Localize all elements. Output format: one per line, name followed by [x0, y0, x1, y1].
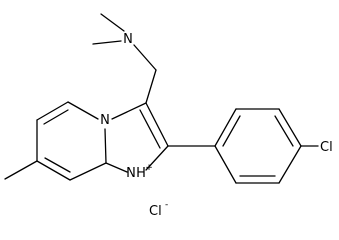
bond-methyl1-n	[100, 13, 125, 32]
atom-cl-aryl: Cl	[320, 140, 333, 155]
atom-n-bridge: N	[100, 113, 110, 128]
bond-ipso-ortho1	[214, 108, 237, 147]
bond-nplus-c8a	[105, 162, 128, 173]
charge-plus: +	[145, 163, 153, 173]
bond-c3-c2	[145, 102, 169, 147]
bond-c5-c6-double	[43, 109, 69, 125]
bond-c8-c8a	[69, 162, 107, 181]
bond-meta1-para-double	[274, 115, 294, 147]
bond-c7-c8-double	[44, 157, 71, 173]
bond-nbridge-c8a	[104, 128, 107, 164]
bond-c3-c2-double	[139, 109, 161, 149]
bond-c5-c6	[36, 101, 69, 121]
bond-meta1-para	[278, 108, 302, 147]
bond-n-ch2	[133, 44, 157, 71]
atom-h-plus: H	[136, 166, 146, 181]
bond-nbridge-c5	[67, 101, 99, 120]
bond-c2-nplus	[145, 145, 169, 171]
bond-ch2-c3	[145, 69, 157, 104]
bond-ipso-ortho1-double	[222, 115, 241, 147]
structure-canvas: N N N H + Cl Cl -	[4, 13, 333, 219]
bond-c7-c8	[36, 160, 71, 181]
atom-n-amine: N	[123, 32, 133, 47]
bond-para-meta2	[278, 145, 302, 184]
bond-c7-methyl	[4, 160, 38, 180]
atom-n-plus: N	[126, 166, 136, 181]
bond-n-methyl2	[92, 40, 122, 45]
bond-c3-nbridge	[111, 102, 147, 120]
chemical-structure: N N N H + Cl Cl -	[4, 13, 333, 219]
bond-ortho2-ipso	[214, 145, 237, 184]
charge-minus: -	[165, 200, 168, 210]
atom-cl-ion: Cl	[149, 204, 162, 219]
